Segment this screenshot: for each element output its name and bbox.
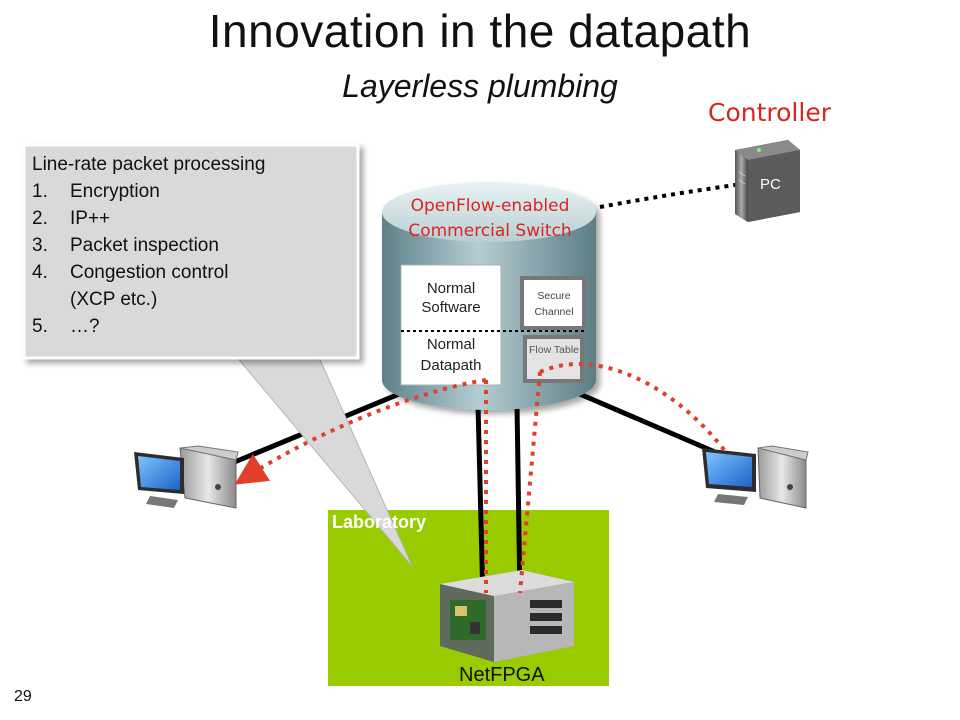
software-datapath-box bbox=[400, 264, 502, 386]
switch-label-line2: Commercial Switch bbox=[408, 221, 572, 241]
list-item-text: IP++ bbox=[70, 208, 111, 229]
slide-title: Innovation in the datapath bbox=[208, 5, 752, 57]
laboratory-label: Laboratory bbox=[332, 512, 427, 532]
normal-datapath-box: Normal Datapath bbox=[401, 334, 501, 384]
list-item-number: 3. bbox=[32, 235, 48, 256]
normal-software-box: Normal Software bbox=[401, 265, 501, 330]
flow-table-label: Flow Table bbox=[529, 344, 579, 356]
list-item-text: Packet inspection bbox=[70, 235, 219, 256]
cable-netfpga-2 bbox=[514, 404, 523, 601]
list-item: 3. Packet inspection bbox=[32, 232, 352, 259]
flow-path-left-pc bbox=[234, 378, 487, 485]
secure-channel-box bbox=[520, 276, 586, 330]
flow-table-box bbox=[523, 335, 584, 383]
list-item-text: …? bbox=[70, 316, 100, 337]
flow-path-right-pc bbox=[539, 362, 730, 457]
callout-heading: Line-rate packet processing bbox=[32, 154, 266, 175]
list-item: 5. …? bbox=[32, 313, 352, 340]
controller-label: Controller bbox=[708, 98, 831, 127]
secure-channel-label: Secure Channel bbox=[534, 290, 574, 318]
flow-path-up bbox=[518, 371, 542, 594]
right-computer-icon bbox=[702, 445, 809, 509]
controller-server-label: PC bbox=[760, 176, 781, 193]
list-item-number: 4. bbox=[32, 262, 48, 283]
callout-list: 1.Encryption 2.IP++ 3.Packet inspection … bbox=[32, 178, 352, 340]
normal-datapath-label: Normal Datapath bbox=[420, 336, 482, 374]
cable-right-pc bbox=[574, 389, 716, 455]
list-item: (XCP etc.) bbox=[32, 286, 352, 313]
cable-netfpga-1 bbox=[475, 404, 486, 601]
list-item-text: Congestion control bbox=[70, 262, 229, 283]
list-item: 2. IP++ bbox=[32, 205, 352, 232]
netfpga-device-icon bbox=[440, 570, 574, 662]
list-item: 4. Congestion control bbox=[32, 259, 352, 286]
list-item-number: 5. bbox=[32, 316, 48, 337]
page-number: 29 bbox=[14, 688, 32, 705]
callout-box bbox=[22, 143, 360, 360]
normal-software-label: Normal Software bbox=[421, 280, 481, 316]
left-computer-icon bbox=[134, 445, 239, 509]
controller-link bbox=[599, 182, 743, 209]
switch-label: OpenFlow-enabled Commercial Switch bbox=[384, 194, 596, 244]
list-item-text: (XCP etc.) bbox=[70, 289, 158, 310]
list-item-text: Encryption bbox=[70, 181, 160, 202]
controller-server-icon bbox=[735, 140, 800, 222]
callout-content: Line-rate packet processing 1. Encryption… bbox=[32, 151, 352, 340]
slide-subtitle: Layerless plumbing bbox=[342, 68, 618, 104]
switch-label-line1: OpenFlow-enabled bbox=[410, 196, 570, 216]
list-item-number: 1. bbox=[32, 181, 48, 202]
netfpga-label: NetFPGA bbox=[459, 664, 545, 686]
list-item-number: 2. bbox=[32, 208, 48, 229]
list-item: 1. Encryption bbox=[32, 178, 352, 205]
list-item-number bbox=[32, 286, 70, 313]
